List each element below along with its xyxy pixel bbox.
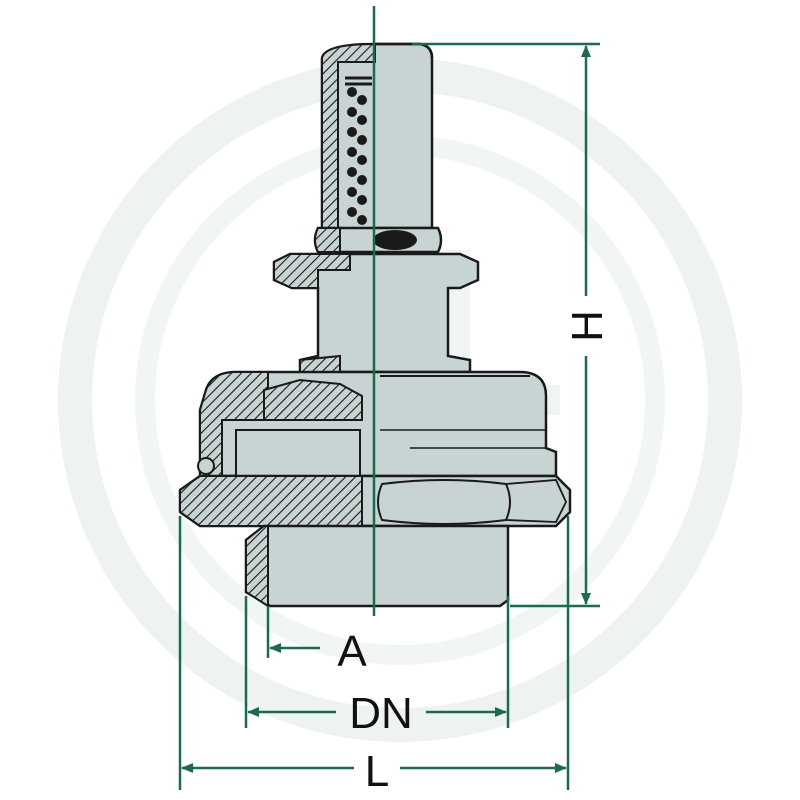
spring [342,70,372,230]
label-length: L [365,747,389,796]
label-thread-a: A [337,627,367,676]
valve-body [197,370,558,478]
upper-flange [272,252,480,374]
label-height: H [563,310,612,342]
valve-stem [320,42,434,230]
thread-section [244,524,510,608]
stem-collar [313,226,443,254]
dimension-lines [178,42,600,790]
label-nominal-diameter: DN [349,689,413,738]
